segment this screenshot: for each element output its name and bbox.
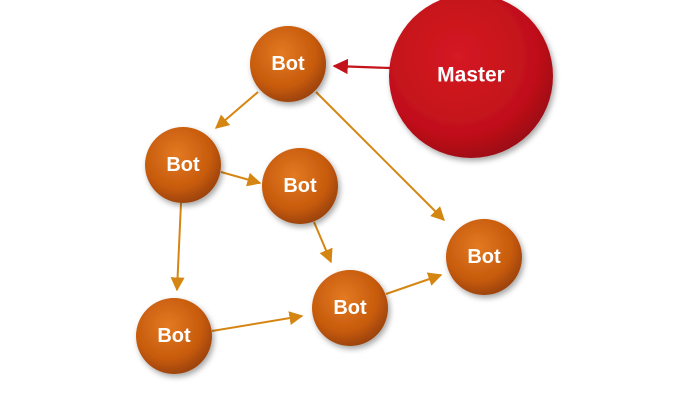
bot-label: Bot <box>157 325 191 347</box>
bot-node-bottom-left: Bot <box>136 298 212 374</box>
bot-circle <box>446 219 522 295</box>
bot-label: Bot <box>271 53 305 75</box>
arrow-bot-bottom-center-to-bot-right <box>385 272 443 295</box>
arrow-master-to-bot-top <box>332 58 391 75</box>
bot-node-middle: Bot <box>262 148 338 224</box>
bot-label: Bot <box>166 154 200 176</box>
bot-node-right: Bot <box>446 219 522 295</box>
bot-circle <box>136 298 212 374</box>
bot-node-left: Bot <box>145 127 221 203</box>
bot-label: Bot <box>467 246 501 268</box>
master-label: Master <box>437 64 505 87</box>
bot-circle <box>250 26 326 102</box>
arrow-bot-top-to-bot-left <box>214 91 259 129</box>
bot-label: Bot <box>283 175 317 197</box>
arrow-bot-left-to-bot-middle <box>220 171 262 187</box>
arrow-bot-left-to-bot-bottom-left <box>170 202 185 292</box>
bot-node-bottom-center: Bot <box>312 270 388 346</box>
arrow-bot-middle-to-bot-bottom-center <box>313 221 333 264</box>
arrow-bot-top-to-bot-right <box>315 91 445 221</box>
master-node: Master <box>389 0 553 158</box>
bot-circle <box>145 127 221 203</box>
bot-node-top: Bot <box>250 26 326 102</box>
bot-label: Bot <box>333 297 367 319</box>
connections <box>170 58 445 332</box>
arrow-bot-bottom-left-to-bot-bottom-center <box>211 311 304 332</box>
master-circle <box>389 0 553 158</box>
bot-circle <box>312 270 388 346</box>
bot-circle <box>262 148 338 224</box>
